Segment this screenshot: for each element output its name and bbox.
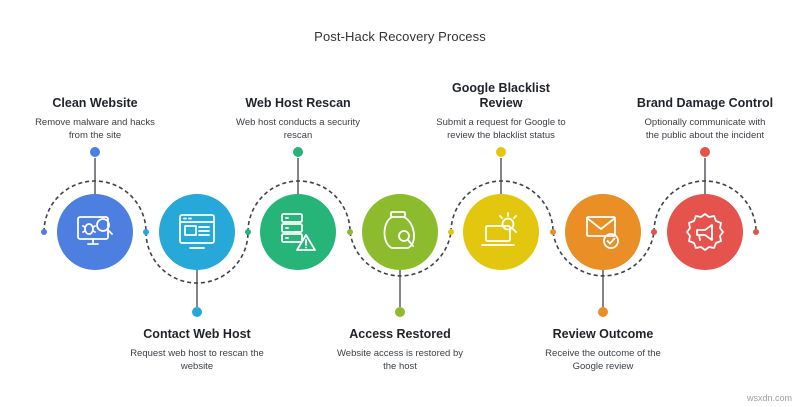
step-title-contact-web-host: Contact Web Host xyxy=(143,327,251,341)
step-desc-web-host-rescan: Web host conducts a security rescan xyxy=(223,116,373,142)
step-desc-line: Website access is restored by xyxy=(336,348,463,359)
step-desc-line: the public about the incident xyxy=(645,130,765,141)
page-title: Post-Hack Recovery Process xyxy=(314,29,486,44)
step-title-clean-website: Clean Website xyxy=(52,96,138,110)
junction-dots xyxy=(41,229,759,235)
step-title-access-restored: Access Restored xyxy=(349,327,451,341)
laptop-search-icon xyxy=(481,212,517,246)
step-desc-contact-web-host: Request web host to rescan the website xyxy=(122,347,272,373)
step-title-brand-damage-control: Brand Damage Control xyxy=(636,96,774,110)
step-desc-line: the host xyxy=(383,361,417,372)
step-circle-review-outcome xyxy=(565,194,641,270)
step-desc-google-blacklist-review: Submit a request for Google to review th… xyxy=(426,116,576,142)
step-desc-line: from the site xyxy=(68,130,122,141)
bug-magnifier-icon xyxy=(77,216,113,245)
step-title-google-blacklist-review: Google Blacklist Review xyxy=(426,81,576,111)
step-title-line: Google Blacklist xyxy=(452,81,550,95)
step-desc-line: Optionally communicate with xyxy=(644,117,766,128)
step-title-line: Review xyxy=(479,96,523,110)
step-desc-line: Request web host to rescan the xyxy=(130,348,264,359)
browser-window-icon xyxy=(179,214,215,249)
step-desc-line: Remove malware and hacks xyxy=(35,117,155,128)
step-desc-brand-damage-control: Optionally communicate with the public a… xyxy=(630,116,780,142)
step-desc-line: Submit a request for Google to xyxy=(436,117,566,128)
watermark: wsxdn.com xyxy=(746,393,792,403)
step-desc-line: website xyxy=(180,361,214,372)
step-desc-line: Receive the outcome of the xyxy=(545,348,661,359)
step-desc-line: rescan xyxy=(283,130,313,141)
step-circle-brand-damage-control xyxy=(667,194,743,270)
step-circle-google-blacklist-review xyxy=(463,194,539,270)
step-desc-line: review the blacklist status xyxy=(447,130,555,141)
server-warning-icon xyxy=(281,213,316,251)
step-desc-clean-website: Remove malware and hacks from the site xyxy=(20,116,170,142)
step-desc-line: Google review xyxy=(572,361,634,372)
step-circle-contact-web-host xyxy=(159,194,235,270)
megaphone-badge-icon xyxy=(686,213,724,251)
step-title-web-host-rescan: Web Host Rescan xyxy=(245,96,351,110)
mail-check-icon xyxy=(586,216,619,249)
jar-inspect-icon xyxy=(383,211,415,249)
step-desc-review-outcome: Receive the outcome of the Google review xyxy=(528,347,678,373)
connector-end-dots xyxy=(90,147,710,317)
step-title-review-outcome: Review Outcome xyxy=(552,327,654,341)
step-desc-access-restored: Website access is restored by the host xyxy=(325,347,475,373)
step-desc-line: Web host conducts a security xyxy=(236,117,360,128)
